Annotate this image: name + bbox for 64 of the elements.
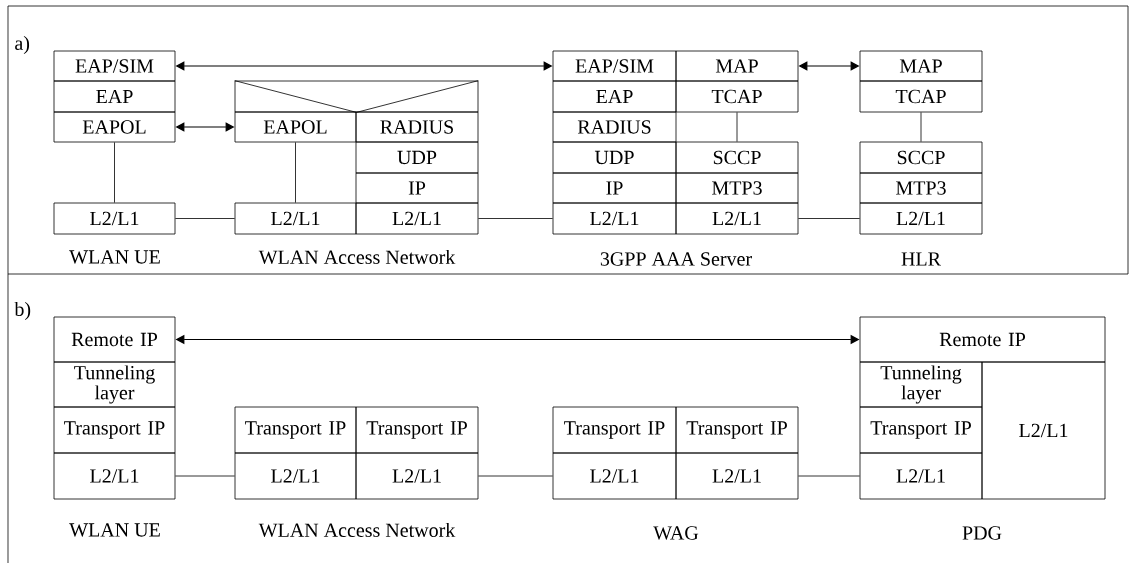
protocol-layer-box: L2/L1 bbox=[859, 202, 983, 235]
connector-line bbox=[798, 218, 860, 219]
protocol-layer-box: MTP3 bbox=[859, 172, 983, 204]
protocol-layer-box: L2/L1 bbox=[859, 452, 983, 500]
protocol-layer-box: Remote IP bbox=[859, 316, 1106, 363]
protocol-layer-box: TCAP bbox=[859, 80, 983, 113]
protocol-layer-box: MAP bbox=[859, 50, 983, 82]
protocol-layer-box: SCCP bbox=[675, 141, 799, 174]
protocol-layer-box: TCAP bbox=[675, 80, 799, 113]
protocol-layer-box: Transport IP bbox=[355, 406, 479, 454]
protocol-layer-box: EAP bbox=[53, 80, 176, 113]
protocol-layer-box: Transport IP bbox=[53, 406, 176, 454]
protocol-layer-box: RADIUS bbox=[355, 111, 479, 143]
entity-label: PDG bbox=[962, 526, 1002, 540]
protocol-layer-box: L2/L1 bbox=[53, 452, 176, 500]
protocol-layer-box: L2/L1 bbox=[675, 202, 799, 235]
entity-label: WAG bbox=[653, 526, 699, 540]
entity-label: 3GPP AAA Server bbox=[600, 252, 752, 266]
protocol-layer-box: SCCP bbox=[859, 141, 983, 174]
connector-line bbox=[295, 142, 296, 203]
entity-label: HLR bbox=[901, 252, 941, 266]
connector-line bbox=[920, 112, 922, 142]
connector-line bbox=[478, 475, 553, 477]
protocol-layer-box: UDP bbox=[355, 141, 479, 174]
protocol-layer-box: Tunneling layer bbox=[53, 361, 176, 408]
connector-line bbox=[114, 142, 115, 203]
protocol-layer-box: IP bbox=[552, 172, 677, 204]
protocol-layer-box: EAP/SIM bbox=[552, 50, 677, 82]
protocol-layer-box: Tunneling layer bbox=[859, 361, 983, 408]
protocol-layer-box: MAP bbox=[675, 50, 799, 82]
protocol-layer-box: EAP bbox=[552, 80, 677, 113]
protocol-layer-box: Transport IP bbox=[675, 406, 799, 454]
panel-label: a) bbox=[15, 35, 30, 55]
connector-line bbox=[798, 475, 860, 477]
protocol-layer-box: Transport IP bbox=[859, 406, 983, 454]
panel-label: b) bbox=[14, 301, 31, 321]
connector-line bbox=[736, 112, 738, 142]
protocol-layer-box: UDP bbox=[552, 141, 677, 174]
protocol-layer-box: Transport IP bbox=[234, 406, 357, 454]
protocol-layer-box: L2/L1 bbox=[234, 452, 357, 500]
connector-line bbox=[175, 475, 235, 477]
protocol-layer-box: L2/L1 bbox=[53, 202, 176, 235]
protocol-layer-box: RADIUS bbox=[552, 111, 677, 143]
connector-line bbox=[478, 218, 553, 219]
protocol-layer-box: EAPOL bbox=[234, 111, 357, 143]
protocol-layer-box: L2/L1 bbox=[552, 452, 677, 500]
protocol-layer-box: L2/L1 bbox=[675, 452, 799, 500]
protocol-layer-box: Transport IP bbox=[552, 406, 677, 454]
protocol-layer-box: EAPOL bbox=[53, 111, 176, 143]
protocol-layer-box: EAP/SIM bbox=[53, 50, 176, 82]
connector-line bbox=[175, 218, 235, 219]
protocol-layer-box: L2/L1 bbox=[981, 361, 1106, 500]
entity-label: WLAN UE bbox=[69, 523, 160, 537]
protocol-layer-box: MTP3 bbox=[675, 172, 799, 204]
entity-label: WLAN Access Network bbox=[258, 522, 456, 538]
entity-label: WLAN UE bbox=[69, 250, 160, 264]
protocol-layer-box: IP bbox=[355, 172, 479, 204]
protocol-layer-box bbox=[234, 80, 479, 113]
entity-label: WLAN Access Network bbox=[258, 249, 456, 265]
protocol-layer-box: L2/L1 bbox=[355, 452, 479, 500]
protocol-layer-box: Remote IP bbox=[53, 316, 176, 363]
protocol-layer-box: L2/L1 bbox=[355, 202, 479, 235]
protocol-layer-box: L2/L1 bbox=[234, 202, 357, 235]
protocol-layer-box: L2/L1 bbox=[552, 202, 677, 235]
